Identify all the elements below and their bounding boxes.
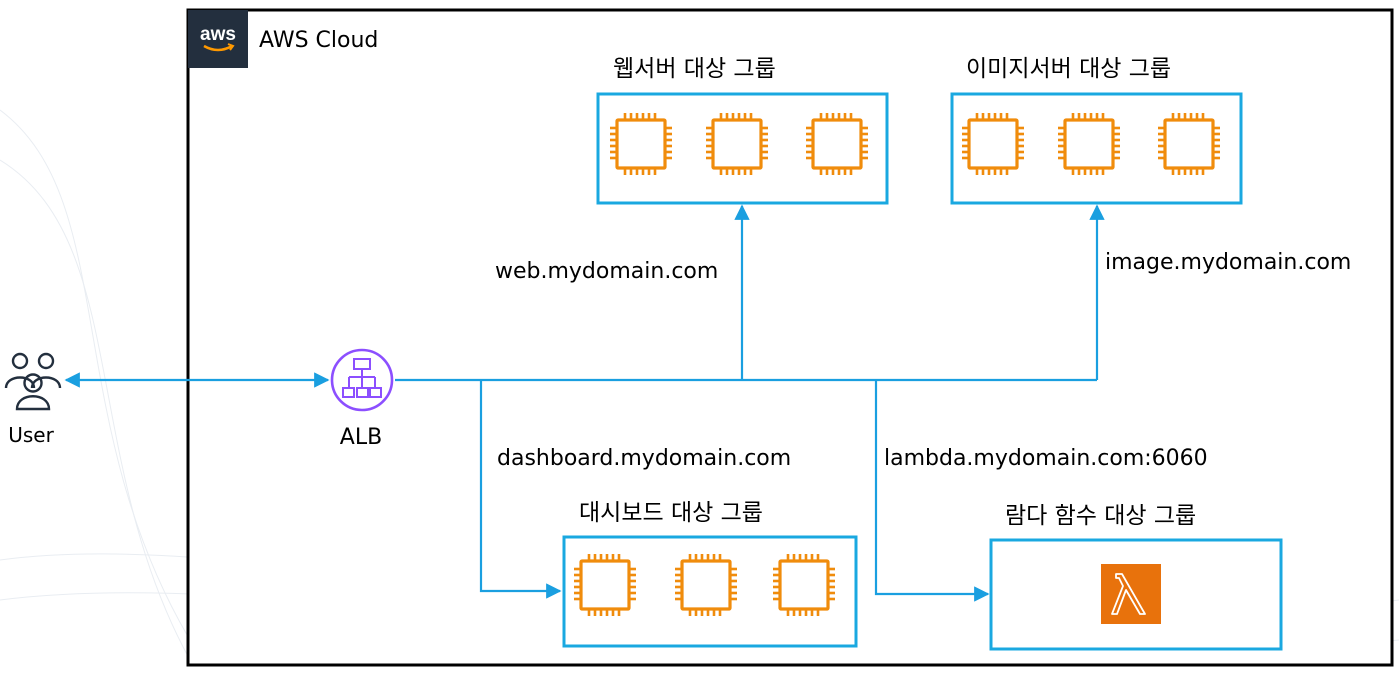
lambda-route-label: lambda.mydomain.com:6060: [884, 446, 1208, 471]
web-group-title: 웹서버 대상 그룹: [613, 56, 776, 82]
web-route-label: web.mydomain.com: [495, 259, 718, 284]
dashboard-route-line: [479, 380, 562, 599]
user-label: User: [8, 423, 54, 447]
lambda-icon: [1101, 564, 1161, 624]
aws-cloud-label: AWS Cloud: [259, 28, 378, 53]
image-target-group[interactable]: [950, 92, 1243, 205]
image-route-label: image.mydomain.com: [1105, 250, 1351, 275]
users-icon: [4, 352, 62, 411]
lambda-group-title: 람다 함수 대상 그룹: [1005, 503, 1196, 529]
dashboard-group-title: 대시보드 대상 그룹: [579, 500, 763, 526]
dashboard-target-group[interactable]: [562, 535, 858, 648]
dashboard-route-label: dashboard.mydomain.com: [497, 446, 791, 471]
aws-logo: aws: [188, 10, 248, 68]
aws-logo-text: aws: [200, 24, 236, 45]
lambda-route-line: [874, 380, 990, 602]
load-balancer-icon[interactable]: [330, 348, 394, 412]
image-group-title: 이미지서버 대상 그룹: [966, 56, 1171, 82]
alb-label: ALB: [340, 425, 382, 450]
web-target-group[interactable]: [596, 92, 889, 205]
connections: [64, 204, 1105, 602]
